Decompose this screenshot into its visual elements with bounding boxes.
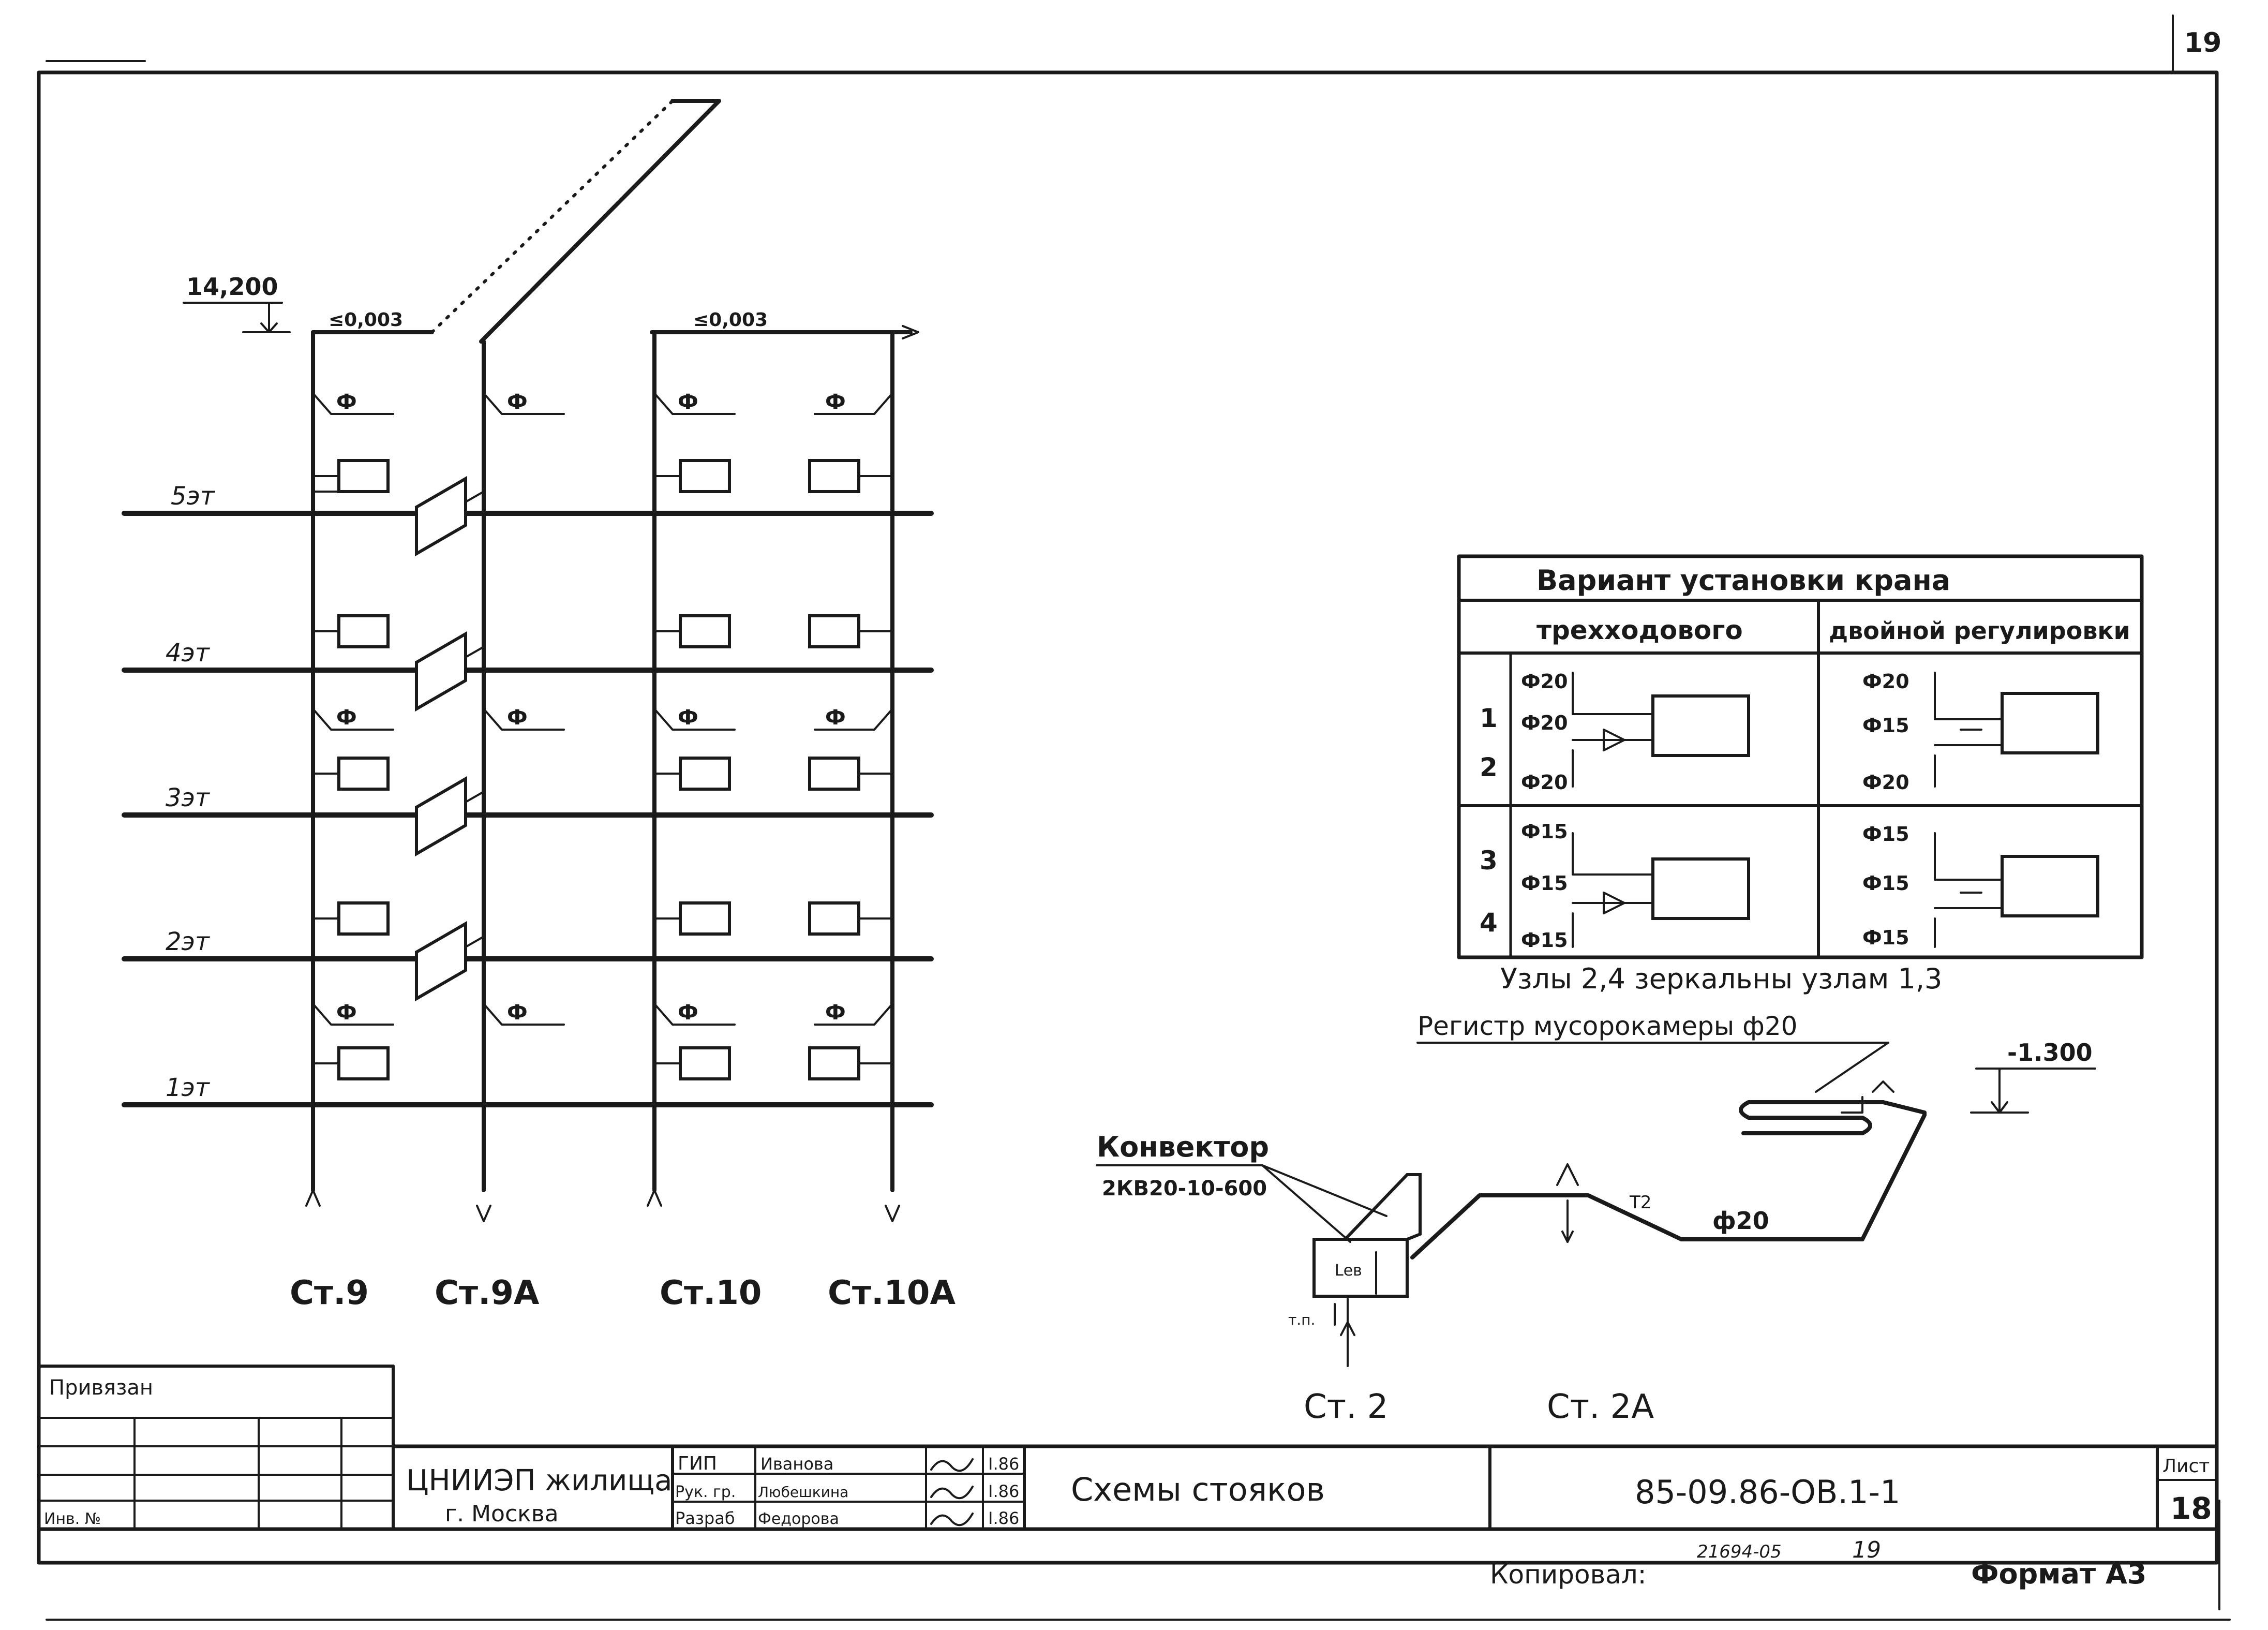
- inv-no-label: Инв. №: [44, 1510, 101, 1528]
- date: I.86: [988, 1508, 1019, 1528]
- slope-right-label: ≤0,003: [693, 309, 768, 331]
- slope-left-label: ≤0,003: [329, 309, 403, 331]
- name-fedorova: Федорова: [758, 1510, 839, 1528]
- elevation-top-label: 14,200: [186, 273, 278, 301]
- copy-number: 19: [1852, 1537, 1881, 1563]
- city: г. Москва: [445, 1501, 559, 1527]
- name-ivanova: Иванова: [760, 1454, 833, 1474]
- phi-label: Ф: [336, 390, 357, 414]
- role-gip: ГИП: [678, 1453, 717, 1474]
- crane-table-title: Вариант установки крана: [1536, 564, 1950, 597]
- crane-table-note: Узлы 2,4 зеркальны узлам 1,3: [1500, 962, 1942, 995]
- flow-arrows: [305, 1189, 900, 1222]
- riser-label-2a: Ст. 2А: [1547, 1388, 1654, 1426]
- table-pipe-size: Ф20: [1521, 771, 1568, 794]
- elevation-mark-top: [183, 302, 291, 333]
- copied-label: Копировал:: [1490, 1560, 1647, 1590]
- floor-label-2: 2эт: [166, 927, 211, 956]
- table-pipe-size: Ф15: [1862, 714, 1909, 737]
- convector-label: Конвектор: [1097, 1131, 1269, 1163]
- riser-label-2: Ст. 2: [1304, 1388, 1388, 1426]
- floor-label-3: 3эт: [166, 783, 211, 812]
- crane-table-col-2: двойной регулировки: [1829, 617, 2130, 645]
- phi-label: Ф: [336, 706, 357, 730]
- privyazan-label: Привязан: [49, 1376, 153, 1400]
- sheet-title: Схемы стояков: [1071, 1471, 1325, 1508]
- floor-label-5: 5эт: [171, 482, 216, 511]
- role-developer: Разраб: [675, 1508, 735, 1528]
- phi-label: Ф: [825, 706, 846, 730]
- lev-label: Lев: [1335, 1262, 1362, 1280]
- riser-label-10a: Ст.10А: [828, 1274, 956, 1312]
- phi-label: Ф: [678, 390, 698, 414]
- crane-variant-table: [1457, 554, 2144, 959]
- crane-table-col-1: трехходового: [1536, 615, 1743, 645]
- table-pipe-size: Ф15: [1521, 872, 1568, 895]
- table-pipe-size: Ф20: [1521, 712, 1568, 734]
- list-number: 18: [2170, 1491, 2212, 1526]
- convector-assembly: [1096, 1163, 1761, 1367]
- sheet-frame: [37, 14, 2231, 1621]
- floor-label-4: 4эт: [166, 639, 211, 668]
- riser-label-9a: Ст.9А: [435, 1274, 540, 1312]
- tp-label: т.п.: [1288, 1311, 1315, 1328]
- phi-label: Ф: [507, 1001, 528, 1025]
- pipe-d20-label: ф20: [1712, 1207, 1769, 1235]
- phi-label: Ф: [825, 1001, 846, 1025]
- date: I.86: [988, 1481, 1019, 1501]
- elevation-mark-bottom: [1970, 1068, 2096, 1114]
- phi-label: Ф: [825, 390, 846, 414]
- phi-label: Ф: [336, 1001, 357, 1025]
- role-head: Рук. гр.: [675, 1483, 736, 1501]
- copy-code: 21694-05: [1697, 1542, 1782, 1562]
- garbage-room-register: [1739, 1080, 1927, 1241]
- format-label: Формат А3: [1971, 1558, 2146, 1590]
- title-block: [37, 1365, 2219, 1531]
- table-pipe-size: Ф20: [1862, 670, 1909, 693]
- phi-label: Ф: [678, 1001, 698, 1025]
- floor-lines: [122, 511, 934, 1107]
- register-label: Регистр мусорокамеры ф20: [1418, 1011, 1797, 1041]
- elevation-bottom-label: -1.300: [2007, 1039, 2093, 1066]
- phi-label: Ф: [678, 706, 698, 730]
- riser-label-10: Ст.10: [660, 1274, 762, 1312]
- radiators: [337, 459, 860, 1080]
- table-pipe-size: Ф15: [1862, 872, 1909, 895]
- crane-table-node-4: 4: [1480, 908, 1498, 938]
- phi-label: Ф: [507, 706, 528, 730]
- valve-marks: [312, 392, 893, 1026]
- name-lyubeshkina: Любешкина: [758, 1484, 848, 1501]
- riser-label-9: Ст.9: [290, 1274, 369, 1312]
- phi-label: Ф: [507, 390, 528, 414]
- table-pipe-size: Ф15: [1521, 820, 1568, 843]
- table-pipe-size: Ф20: [1521, 670, 1568, 693]
- organization: ЦНИИЭП жилища: [406, 1464, 672, 1498]
- list-label: Лист: [2162, 1456, 2210, 1477]
- table-pipe-size: Ф20: [1862, 771, 1909, 794]
- date: I.86: [988, 1454, 1019, 1474]
- convector-model-label: 2КВ20-10-600: [1102, 1177, 1267, 1201]
- radiator-connections: [312, 475, 893, 1064]
- crane-table-node-1: 1: [1480, 703, 1498, 733]
- crane-table-node-3: 3: [1480, 846, 1498, 876]
- pipe-t2-label: Т2: [1629, 1192, 1651, 1213]
- table-pipe-size: Ф15: [1521, 929, 1568, 952]
- crane-table-node-2: 2: [1480, 752, 1498, 782]
- table-pipe-size: Ф15: [1862, 823, 1909, 846]
- table-pipe-size: Ф15: [1862, 926, 1909, 949]
- document-code: 85-09.86-ОВ.1-1: [1635, 1473, 1900, 1511]
- sheet-corner-number: 19: [2184, 27, 2221, 58]
- floor-label-1: 1эт: [166, 1073, 211, 1102]
